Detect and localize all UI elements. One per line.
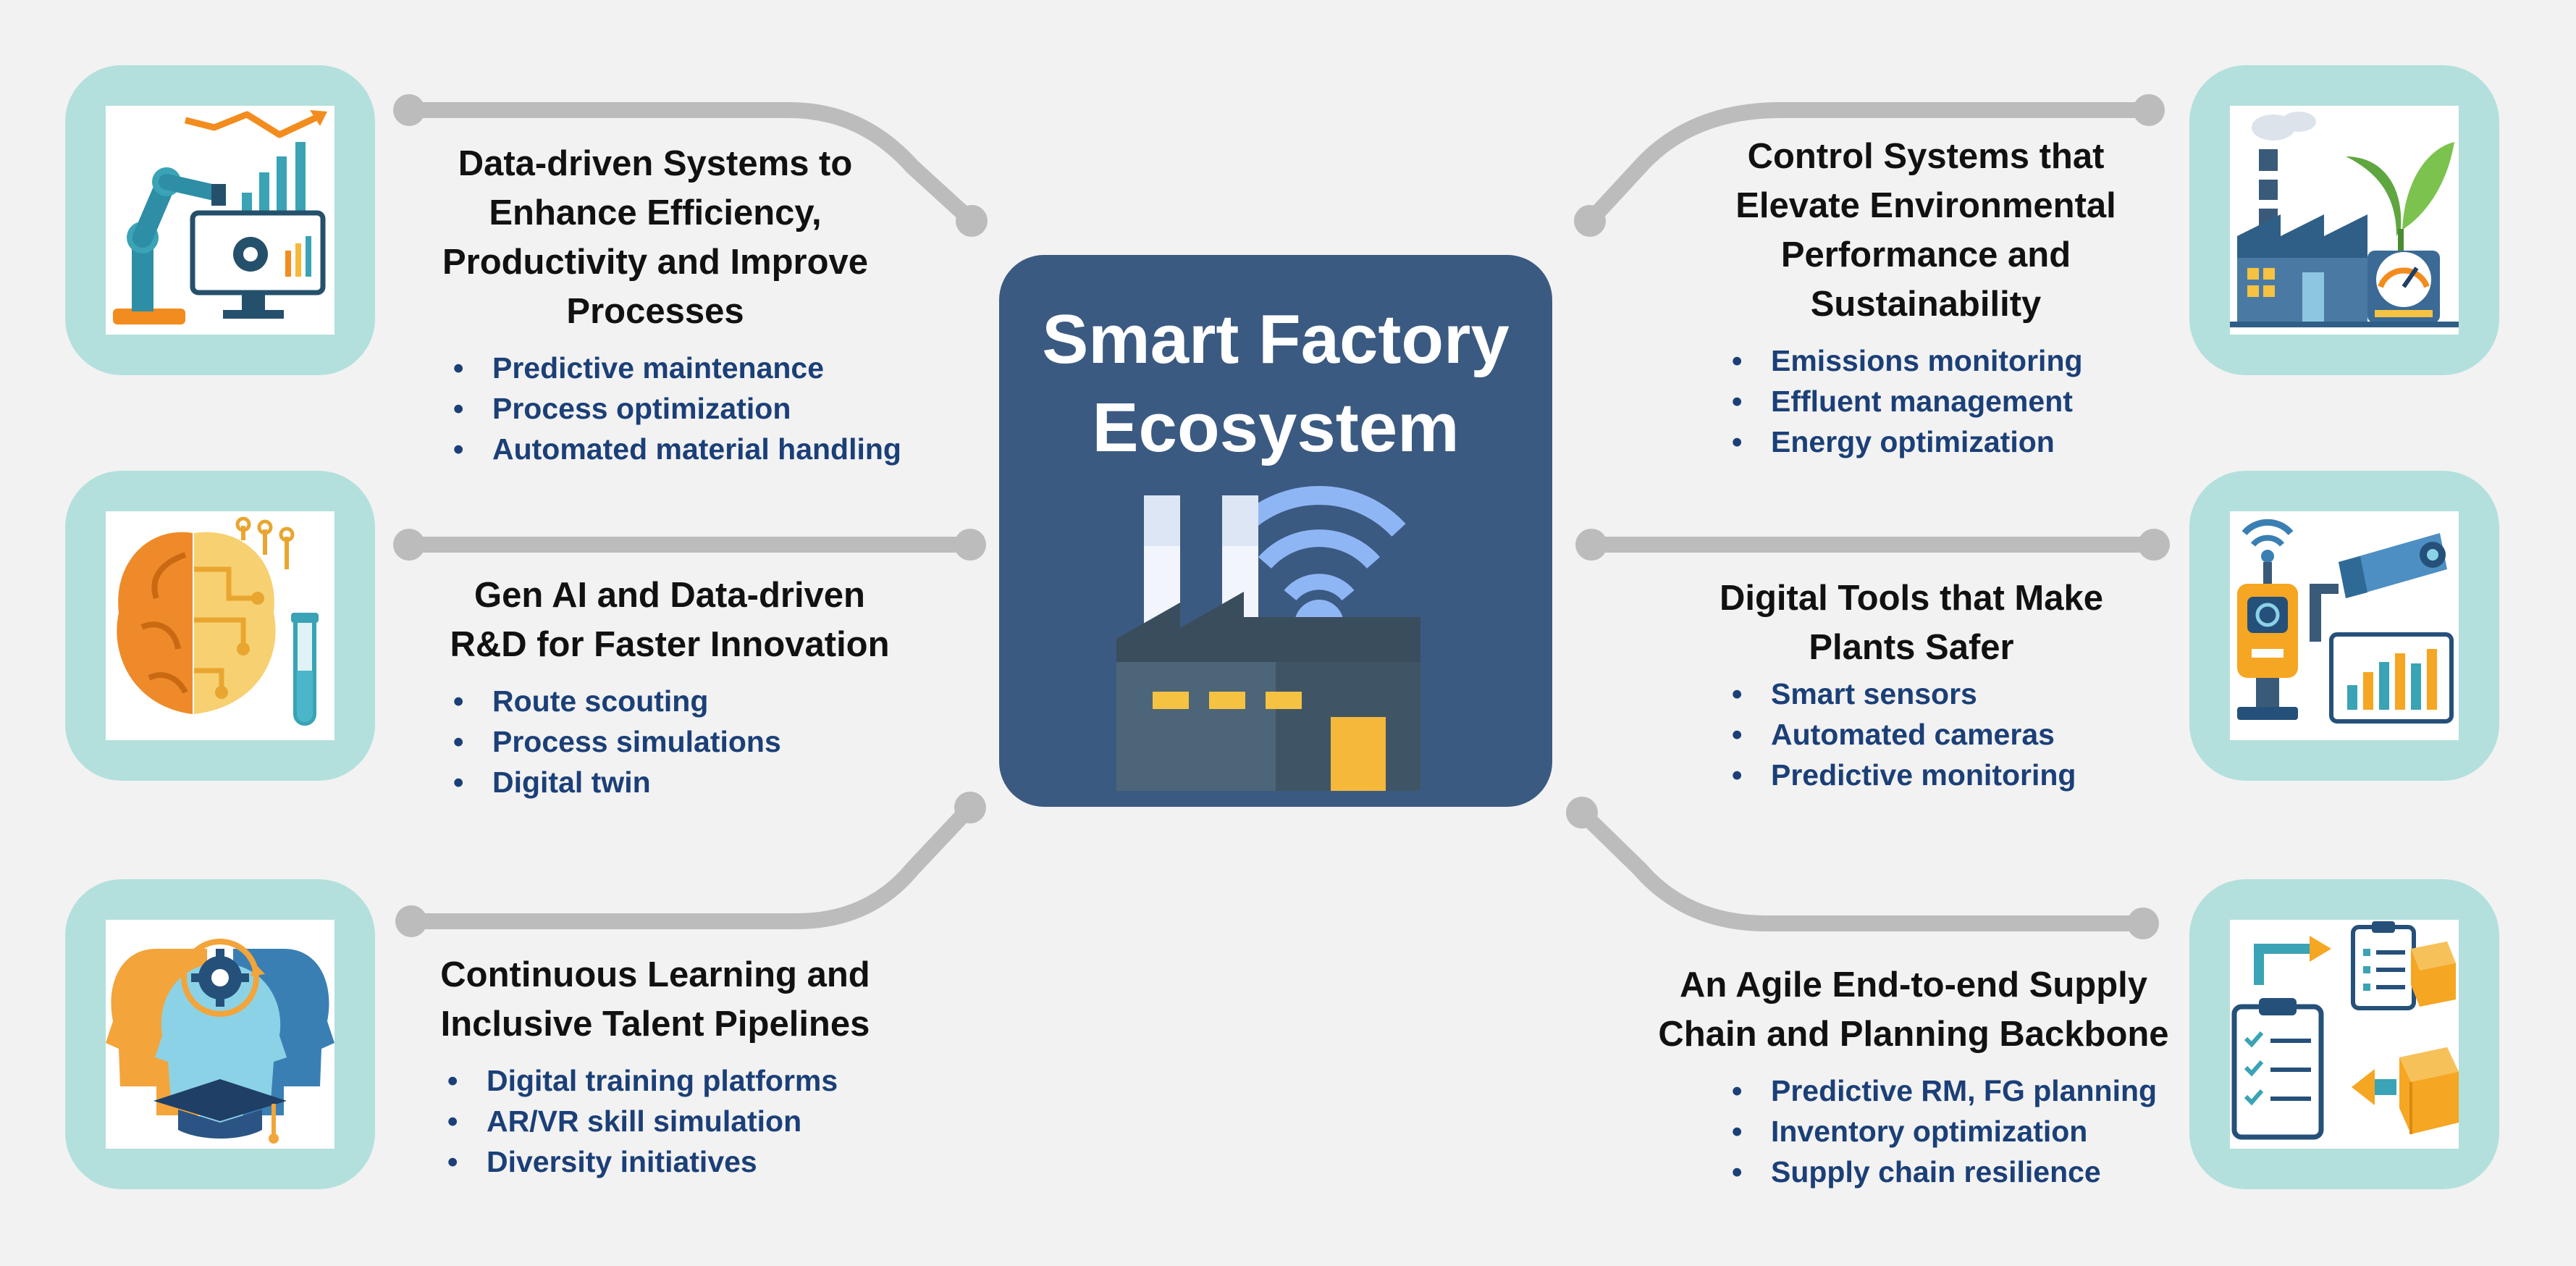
bullet-item: AR/VR skill simulation	[445, 1101, 876, 1141]
center-title-line-2: Ecosystem	[1092, 389, 1460, 466]
icon-box-control	[2230, 106, 2459, 335]
tile-gen-ai	[65, 471, 375, 781]
heading-line: Sustainability	[1810, 285, 2042, 324]
factory-plant-gauge-icon	[2230, 112, 2459, 327]
bullet-item: Automated cameras	[1729, 714, 2129, 755]
connector-gen-ai	[393, 529, 986, 561]
heading-data-driven: Data-driven Systems to Enhance Efficienc…	[405, 139, 905, 336]
bullet-item: Digital training platforms	[445, 1060, 876, 1101]
icon-box-safety	[2230, 511, 2459, 740]
bullet-item: Smart sensors	[1729, 674, 2129, 714]
bullet-item: Automated material handling	[450, 429, 905, 469]
block-learning: Continuous Learning and Inclusive Talent…	[434, 950, 876, 1182]
tile-control	[2189, 65, 2499, 375]
bullet-item: Effluent management	[1729, 381, 2158, 422]
heading-line: Elevate Environmental	[1735, 186, 2116, 225]
clipboard-boxes-arrows-icon	[2231, 921, 2459, 1140]
bullet-list-supply: Predictive RM, FG planning Inventory opt…	[1729, 1070, 2176, 1192]
connector-supply	[1566, 797, 2159, 939]
heading-line: Chain and Planning Backbone	[1658, 1015, 2169, 1054]
block-safety: Digital Tools that Make Plants Safer Sma…	[1694, 574, 2129, 795]
heading-safety: Digital Tools that Make Plants Safer	[1694, 574, 2129, 672]
heading-line: Processes	[566, 292, 744, 331]
block-supply: An Agile End-to-end Supply Chain and Pla…	[1651, 960, 2176, 1192]
bullet-item: Route scouting	[450, 681, 905, 721]
bullet-item: Process optimization	[450, 388, 905, 429]
heading-supply: An Agile End-to-end Supply Chain and Pla…	[1651, 960, 2176, 1059]
connector-data-driven	[393, 94, 988, 237]
heading-line: Inclusive Talent Pipelines	[440, 1005, 870, 1044]
bullet-list-safety: Smart sensors Automated cameras Predicti…	[1729, 674, 2129, 795]
icon-box-gen-ai	[106, 511, 334, 740]
heading-gen-ai: Gen AI and Data-driven R&D for Faster In…	[434, 571, 905, 669]
bullet-item: Energy optimization	[1729, 422, 2158, 462]
block-data-driven: Data-driven Systems to Enhance Efficienc…	[405, 139, 905, 469]
bullet-list-learning: Digital training platforms AR/VR skill s…	[445, 1060, 876, 1182]
heading-line: R&D for Faster Innovation	[450, 625, 890, 664]
robot-arm-analytics-icon	[113, 110, 327, 324]
connector-learning	[395, 792, 986, 937]
sensor-camera-chart-icon	[2237, 519, 2454, 724]
heading-line: Productivity and Improve	[442, 243, 869, 282]
bullet-list-data-driven: Predictive maintenance Process optimizat…	[450, 348, 905, 469]
bullet-item: Emissions monitoring	[1729, 340, 2158, 381]
brain-circuit-test-tube-icon	[117, 516, 319, 726]
icon-box-learning	[106, 920, 334, 1149]
connector-safety	[1575, 529, 2170, 561]
bullet-item: Supply chain resilience	[1729, 1152, 2176, 1192]
heading-line: Digital Tools that Make	[1720, 579, 2103, 618]
heading-line: Enhance Efficiency,	[489, 193, 822, 232]
heading-line: An Agile End-to-end Supply	[1679, 965, 2148, 1005]
tile-data-driven	[65, 65, 375, 375]
heading-line: Gen AI and Data-driven	[473, 576, 865, 615]
bullet-item: Predictive RM, FG planning	[1729, 1070, 2176, 1111]
center-title: Smart Factory Ecosystem	[999, 295, 1552, 472]
bullet-item: Process simulations	[450, 721, 905, 762]
center-card: Smart Factory Ecosystem	[999, 255, 1552, 807]
smart-factory-wifi-icon	[1116, 486, 1420, 791]
tile-safety	[2189, 471, 2499, 781]
heading-line: Control Systems that	[1747, 137, 2105, 176]
bullet-item: Predictive maintenance	[450, 348, 905, 388]
bullet-item: Digital twin	[450, 762, 905, 802]
bullet-list-control: Emissions monitoring Effluent management…	[1729, 340, 2158, 462]
heading-learning: Continuous Learning and Inclusive Talent…	[434, 950, 876, 1049]
bullet-item: Inventory optimization	[1729, 1111, 2176, 1152]
block-control: Control Systems that Elevate Environment…	[1694, 132, 2158, 462]
heading-line: Performance and	[1780, 235, 2071, 274]
tile-supply	[2189, 879, 2499, 1189]
bullet-item: Predictive monitoring	[1729, 755, 2129, 795]
icon-box-supply	[2230, 920, 2459, 1149]
heads-gear-graduation-icon	[106, 939, 334, 1144]
connector-control	[1574, 94, 2165, 237]
bullet-list-gen-ai: Route scouting Process simulations Digit…	[450, 681, 905, 802]
heading-line: Data-driven Systems to	[458, 144, 853, 183]
center-title-line-1: Smart Factory	[1042, 301, 1510, 378]
tile-learning	[65, 879, 375, 1189]
heading-line: Continuous Learning and	[440, 955, 870, 994]
heading-line: Plants Safer	[1809, 628, 2014, 667]
block-gen-ai: Gen AI and Data-driven R&D for Faster In…	[434, 571, 905, 802]
heading-control: Control Systems that Elevate Environment…	[1694, 132, 2158, 329]
icon-box-data-driven	[106, 106, 334, 335]
bullet-item: Diversity initiatives	[445, 1141, 876, 1182]
